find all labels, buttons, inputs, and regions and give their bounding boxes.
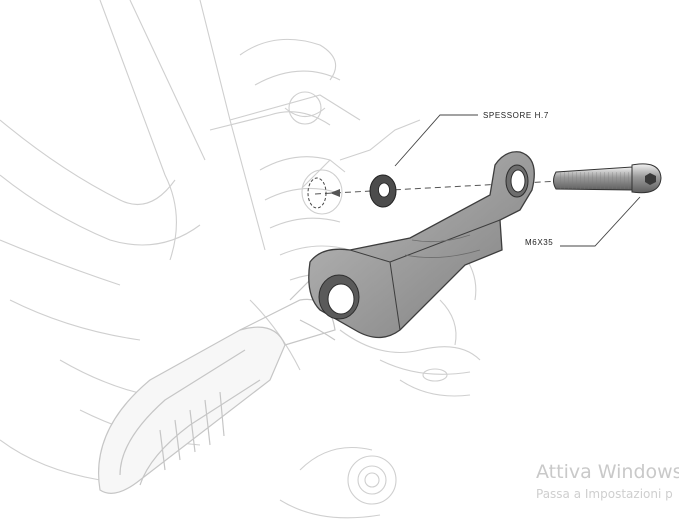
footpeg-bracket (308, 151, 535, 339)
callout-label-spacer: SPESSORE H.7 (483, 111, 549, 120)
callout-label-bolt: M6X35 (525, 238, 554, 247)
leader-line-spacer (394, 114, 478, 167)
axis-arrow-icon (330, 189, 340, 197)
activation-watermark-title: Attiva Windows (536, 461, 679, 483)
activation-watermark-subtitle: Passa a Impostazioni p (536, 487, 673, 501)
leader-line-bolt (560, 196, 641, 247)
m6x35-bolt (553, 163, 662, 194)
footpeg-outline (98, 274, 336, 494)
motorcycle-frame-outline (0, 0, 481, 519)
spacer-washer (369, 174, 397, 208)
mount-hole-outline (307, 177, 327, 209)
